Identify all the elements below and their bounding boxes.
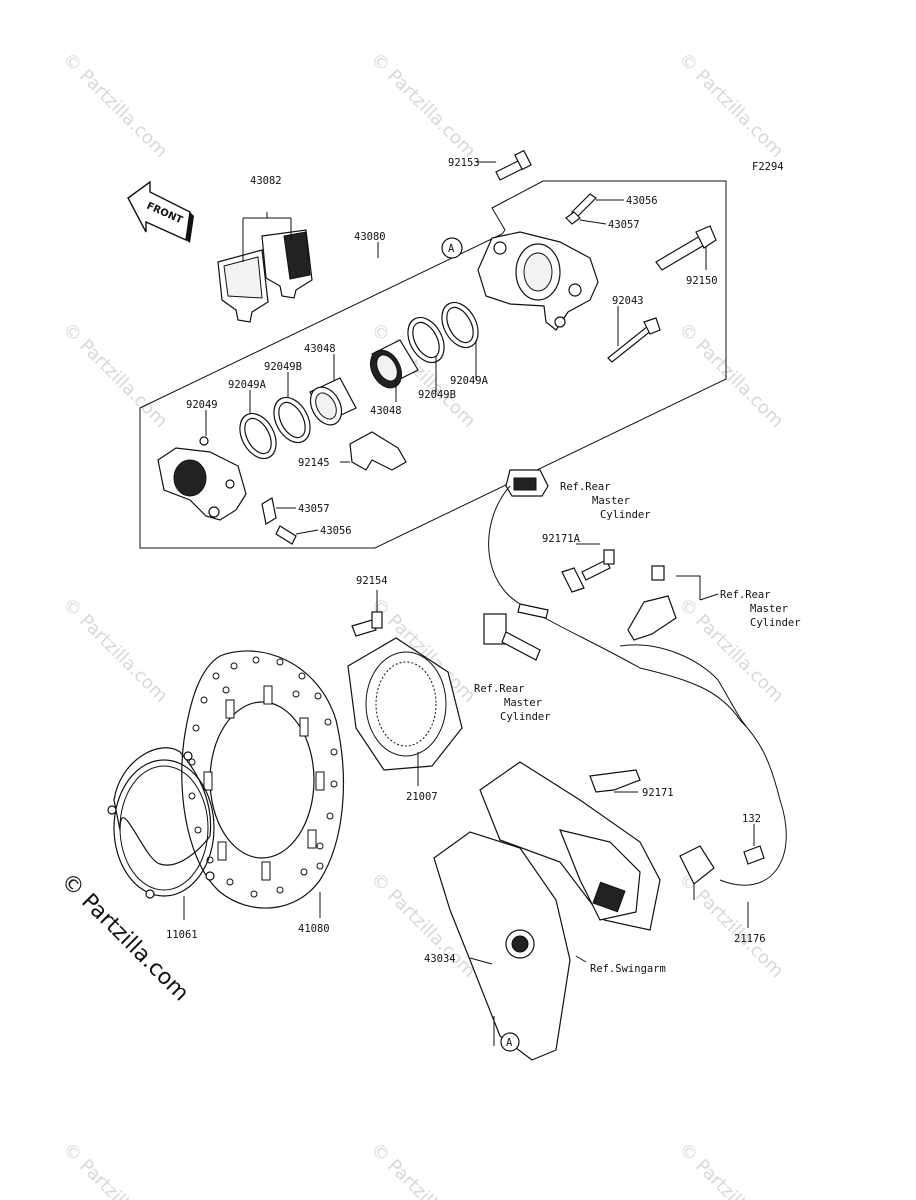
- front-arrow-icon: FRONT: [127, 180, 194, 243]
- caliper-bracket-43034: 43034 Ref.Swingarm A: [424, 761, 666, 1061]
- gasket-11061: 11061: [107, 747, 215, 941]
- bolt-92153: 92153: [448, 149, 532, 181]
- hose-bracket-right: Ref.Rear Master Cylinder: [627, 565, 801, 641]
- part-43057-bottom: 43057: [298, 503, 330, 515]
- watermark: © Partzilla.com: [674, 869, 787, 982]
- part-11061: 11061: [166, 929, 198, 941]
- part-132: 132: [742, 813, 761, 825]
- part-92145: 92145: [298, 457, 330, 469]
- part-92154: 92154: [356, 575, 388, 587]
- watermark: © Partzilla.com: [58, 319, 171, 432]
- bleeder-valve-bottom: 43057 43056: [261, 497, 352, 545]
- watermark: © Partzilla.com: [366, 49, 479, 162]
- part-92049: 92049: [186, 399, 218, 411]
- pad-spring-92145: 92145: [298, 431, 407, 471]
- bolt-92171A: 92171A: [542, 533, 615, 593]
- bleeder-valve-top: 43056 43057: [565, 193, 658, 231]
- watermark: © Partzilla.com: [674, 319, 787, 432]
- callout-a-bottom: A: [506, 1037, 513, 1049]
- abs-ring-21007: 21007: [347, 637, 463, 803]
- watermark: © Partzilla.com: [58, 49, 171, 162]
- part-92049B-left: 92049B: [264, 361, 302, 373]
- ref-rear-master-cyl-3-line2: Master: [750, 603, 788, 615]
- part-21007: 21007: [406, 791, 438, 803]
- callout-a-top: A: [448, 243, 455, 255]
- part-92049A-left: 92049A: [228, 379, 267, 391]
- bolt-92154: 92154: [351, 575, 388, 637]
- watermark: © Partzilla.com: [58, 594, 171, 707]
- disc-holes: [188, 656, 338, 898]
- ref-rear-master-cyl-2-line3: Cylinder: [500, 711, 551, 723]
- hose-clamp-left: Ref.Rear Master Cylinder: [474, 613, 551, 723]
- part-41080: 41080: [298, 923, 330, 935]
- part-92049B-right: 92049B: [418, 389, 456, 401]
- part-43057-top: 43057: [608, 219, 640, 231]
- part-43080: 43080: [354, 231, 386, 243]
- ref-rear-master-cyl-2-line2: Master: [504, 697, 542, 709]
- abs-sensor-cable: Ref.Rear Master Cylinder: [488, 469, 787, 886]
- part-92171A: 92171A: [542, 533, 581, 545]
- watermark: © Partzilla.com: [674, 49, 787, 162]
- part-43048-right: 43048: [370, 405, 402, 417]
- part-43048-left: 43048: [304, 343, 336, 355]
- ref-rear-master-cyl-1-line3: Cylinder: [600, 509, 651, 521]
- watermark: © Partzilla.com: [674, 1139, 787, 1200]
- ref-rear-master-cyl-3-line3: Cylinder: [750, 617, 801, 629]
- part-43034: 43034: [424, 953, 456, 965]
- brake-disc-41080: 41080: [181, 650, 344, 935]
- plate-92171: 92171: [589, 769, 674, 799]
- caliper-body-inner: [157, 447, 247, 521]
- part-43082: 43082: [250, 175, 282, 187]
- figure-code: F2294: [752, 161, 784, 173]
- slide-pin-92150: 92150: [655, 225, 718, 287]
- caliper-group-frame: [139, 180, 727, 549]
- ref-rear-master-cyl-1-line1: Ref.Rear: [560, 481, 611, 493]
- part-92049A-right: 92049A: [450, 375, 489, 387]
- part-92150: 92150: [686, 275, 718, 287]
- brake-pads: 43082: [217, 175, 313, 323]
- part-43056-bottom: 43056: [320, 525, 352, 537]
- ref-swingarm: Ref.Swingarm: [590, 963, 666, 975]
- part-92171: 92171: [642, 787, 674, 799]
- abs-sensor-21176: 132 21176: [679, 813, 766, 945]
- ref-rear-master-cyl-1-line2: Master: [592, 495, 630, 507]
- watermark: © Partzilla.com: [58, 1139, 171, 1200]
- piston-seals-right: 92049A 92049B 43048: [369, 301, 489, 417]
- part-21176: 21176: [734, 933, 766, 945]
- piston-seals-left: 43048 92049B 92049A 92049: [186, 343, 357, 460]
- pin-92043: 92043: [607, 295, 661, 363]
- part-92043: 92043: [612, 295, 644, 307]
- watermark: © Partzilla.com: [366, 1139, 479, 1200]
- ref-rear-master-cyl-2-line1: Ref.Rear: [474, 683, 525, 695]
- part-92153: 92153: [448, 157, 480, 169]
- ref-rear-master-cyl-3-line1: Ref.Rear: [720, 589, 771, 601]
- disc-slots: [203, 685, 325, 881]
- part-43056-top: 43056: [626, 195, 658, 207]
- caliper-body-outer: A: [441, 231, 599, 331]
